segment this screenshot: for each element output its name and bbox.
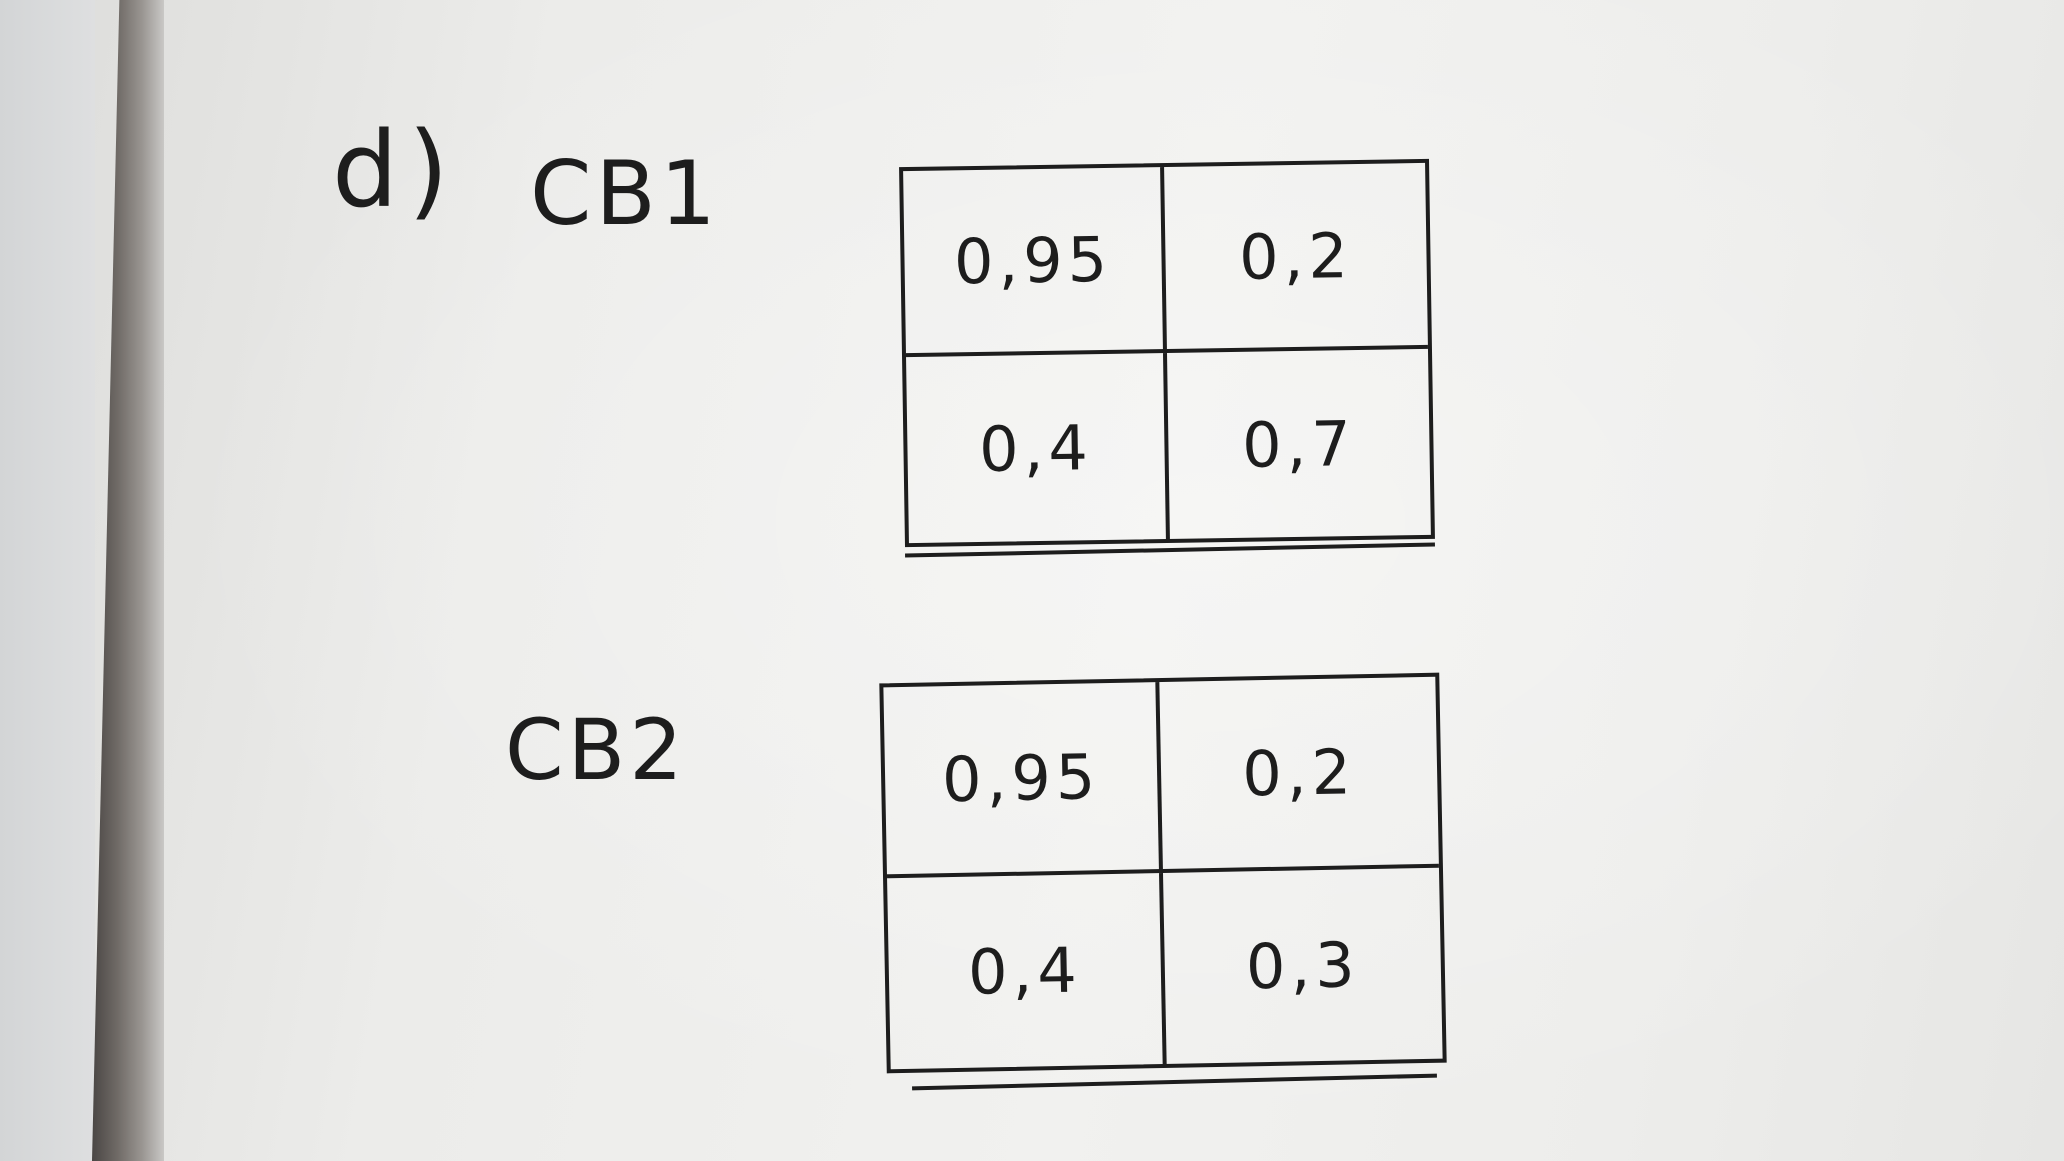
table-label-cb1: CB1 (530, 142, 720, 245)
table-label-cb2: CB2 (505, 701, 687, 799)
table-cell: 0,3 (1245, 928, 1361, 1004)
table-cell: 0,7 (1241, 406, 1357, 482)
part-label: d) (332, 109, 459, 231)
matrix-table-cb1: 0,95 0,2 0,4 0,7 (899, 158, 1435, 548)
table-cell: 0,2 (1159, 676, 1439, 873)
matrix-table-cb2: 0,95 0,2 0,4 0,3 (879, 672, 1447, 1074)
table-cell: 0,4 (887, 873, 1167, 1070)
table-cell: 0,4 (906, 353, 1170, 544)
table-cell: 0,2 (1164, 162, 1428, 353)
background-surface (0, 0, 95, 1161)
table-cell: 0,95 (903, 167, 1167, 358)
paper-sheet (150, 0, 2064, 1161)
table-cell: 0,95 (883, 682, 1163, 879)
